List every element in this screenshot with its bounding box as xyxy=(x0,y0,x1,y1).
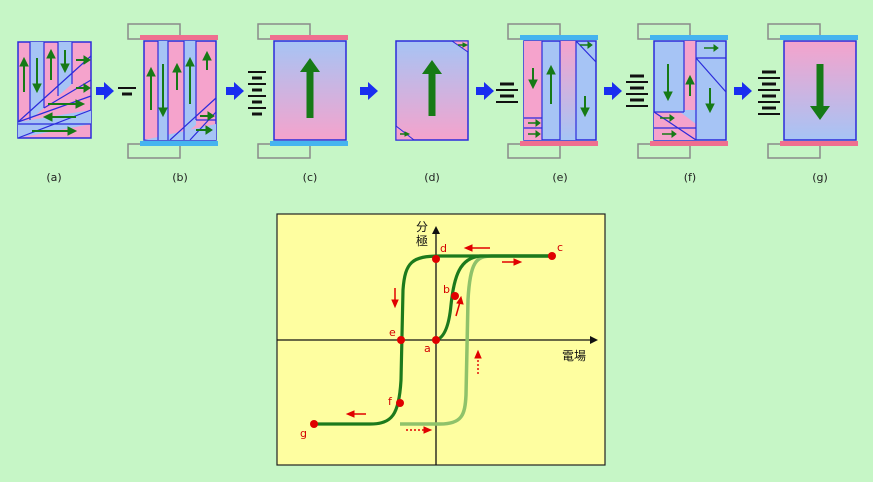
process-arrow-e-f xyxy=(604,82,622,100)
marker-a xyxy=(432,336,440,344)
y-axis-label-char-1: 分 xyxy=(416,220,428,234)
marker-g xyxy=(310,420,318,428)
marker-c xyxy=(548,252,556,260)
point-label-f: f xyxy=(388,395,393,408)
caption-a: (a) xyxy=(46,171,61,184)
curve-virgin xyxy=(435,254,552,342)
y-axis-arrowhead xyxy=(432,226,440,234)
caption-e: (e) xyxy=(552,171,567,184)
panel-e xyxy=(507,23,598,159)
point-label-d: d xyxy=(440,242,447,255)
battery-icon-g xyxy=(758,70,780,115)
battery-icon-e xyxy=(496,82,518,103)
direction-arrows xyxy=(345,244,523,434)
marker-b xyxy=(451,292,459,300)
marker-e xyxy=(397,336,405,344)
caption-f: (f) xyxy=(684,171,696,184)
panel-f xyxy=(637,23,728,159)
process-arrow-a-b xyxy=(96,82,114,100)
panel-d xyxy=(395,40,469,141)
panel-a xyxy=(17,41,92,139)
caption-g: (g) xyxy=(812,171,828,184)
battery-icon-b xyxy=(118,87,136,96)
y-axis-label: 分 極 xyxy=(416,220,432,248)
caption-d: (d) xyxy=(424,171,440,184)
process-arrow-b-c xyxy=(226,82,244,100)
curve-descending xyxy=(314,254,552,426)
caption-c: (c) xyxy=(303,171,318,184)
battery-icon-f xyxy=(626,74,648,107)
point-label-b: b xyxy=(443,283,450,296)
point-label-e: e xyxy=(389,326,396,339)
process-arrow-c-d xyxy=(360,82,378,100)
process-arrow-d-e xyxy=(476,82,494,100)
x-axis-arrowhead xyxy=(590,336,598,344)
marker-d xyxy=(432,255,440,263)
point-label-g: g xyxy=(300,427,307,440)
panel-c xyxy=(257,23,348,159)
battery-icon-c xyxy=(248,71,266,116)
point-label-c: c xyxy=(557,241,563,254)
hysteresis-graph: a b c d e f g 分 極 電場 xyxy=(276,213,606,466)
panel-b xyxy=(127,23,218,159)
marker-f xyxy=(396,399,404,407)
caption-b: (b) xyxy=(172,171,188,184)
x-axis-label: 電場 xyxy=(562,349,586,363)
point-label-a: a xyxy=(424,342,431,355)
process-arrow-f-g xyxy=(734,82,752,100)
y-axis-label-char-2: 極 xyxy=(416,233,428,248)
state-markers xyxy=(310,252,556,428)
panel-g xyxy=(767,23,858,159)
